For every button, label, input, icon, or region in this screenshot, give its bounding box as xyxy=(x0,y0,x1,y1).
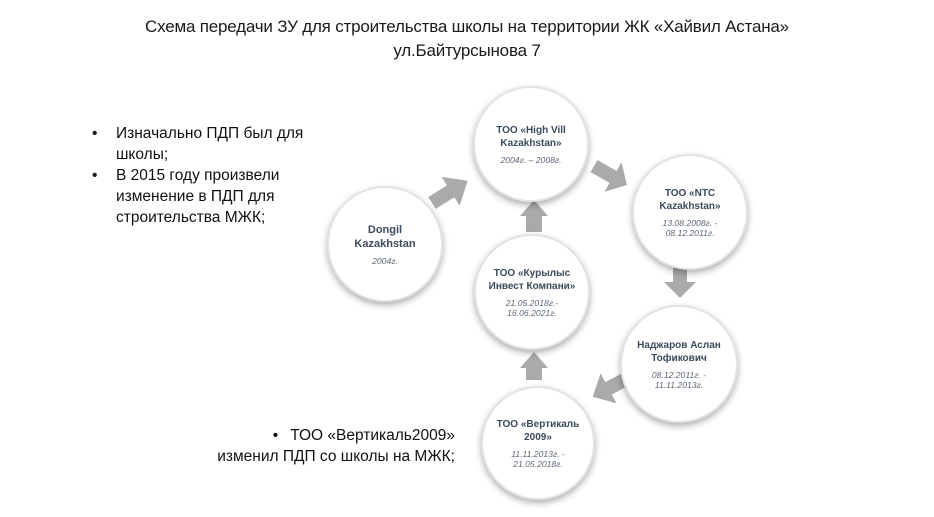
node-name: Наджаров Аслан Тофикович xyxy=(637,339,721,364)
node-name: ТОО «NTC Kazakhstan» xyxy=(659,187,721,212)
vertikal-note-line1: • ТОО «Вертикаль2009» xyxy=(190,425,455,446)
page-title: Схема передачи ЗУ для строительства школ… xyxy=(145,17,789,36)
arrow-highvill-to-ntc xyxy=(590,159,627,192)
vertikal-note-line2: изменил ПДП со школы на МЖК; xyxy=(217,448,455,465)
node-dates: 08.12.2011г. - 11.11.2013г. xyxy=(651,369,707,390)
arrow-ntc-to-nadzharov xyxy=(664,268,696,298)
node-high-vill-kazakhstan: ТОО «High Vill Kazakhstan» 2004г. – 2008… xyxy=(473,86,589,202)
node-name: ТОО «Вертикаль 2009» xyxy=(496,418,580,443)
node-dates: 2004г. xyxy=(372,255,398,266)
node-dates: 21.05.2018г.- 16.06.2021г. xyxy=(505,297,559,318)
node-dates: 13.08.2008г. - 08.12.2011г. xyxy=(662,217,718,238)
node-dongil-kazakhstan: Dongil Kazakhstan 2004г. xyxy=(327,186,443,302)
node-dates: 11.11.2013г. - 21.05.2018г. xyxy=(511,448,565,469)
node-vertikal-2009: ТОО «Вертикаль 2009» 11.11.2013г. - 21.0… xyxy=(481,386,595,500)
node-kurylys-invest: ТОО «Курылыс Инвест Компани» 21.05.2018г… xyxy=(474,234,590,350)
bullet-list: Изначально ПДП был для школы; В 2015 год… xyxy=(92,123,332,228)
note-bullet: • xyxy=(272,427,279,444)
node-dates: 2004г. – 2008г. xyxy=(500,154,562,165)
bullet-item-pdp-change: В 2015 году произвели изменение в ПДП дл… xyxy=(92,165,332,228)
arrow-dongil-to-highvill xyxy=(428,176,468,209)
node-name: ТОО «Курылыс Инвест Компани» xyxy=(488,267,576,292)
arrow-vertikal-to-kurylys xyxy=(520,352,548,380)
node-ntc-kazakhstan: ТОО «NTC Kazakhstan» 13.08.2008г. - 08.1… xyxy=(632,154,748,270)
vertikal-note: • ТОО «Вертикаль2009» изменил ПДП со школ… xyxy=(190,425,455,467)
node-nadzharov: Наджаров Аслан Тофикович 08.12.2011г. - … xyxy=(620,305,738,423)
node-name: ТОО «High Vill Kazakhstan» xyxy=(496,124,566,149)
node-name: Dongil Kazakhstan xyxy=(354,223,416,250)
page-subtitle: ул.Байтурсынова 7 xyxy=(393,41,541,60)
vertikal-note-line1-text: ТОО «Вертикаль2009» xyxy=(290,427,455,444)
arrow-kurylys-to-highvill xyxy=(520,200,548,232)
bullet-item-original-pdp: Изначально ПДП был для школы; xyxy=(92,123,332,165)
